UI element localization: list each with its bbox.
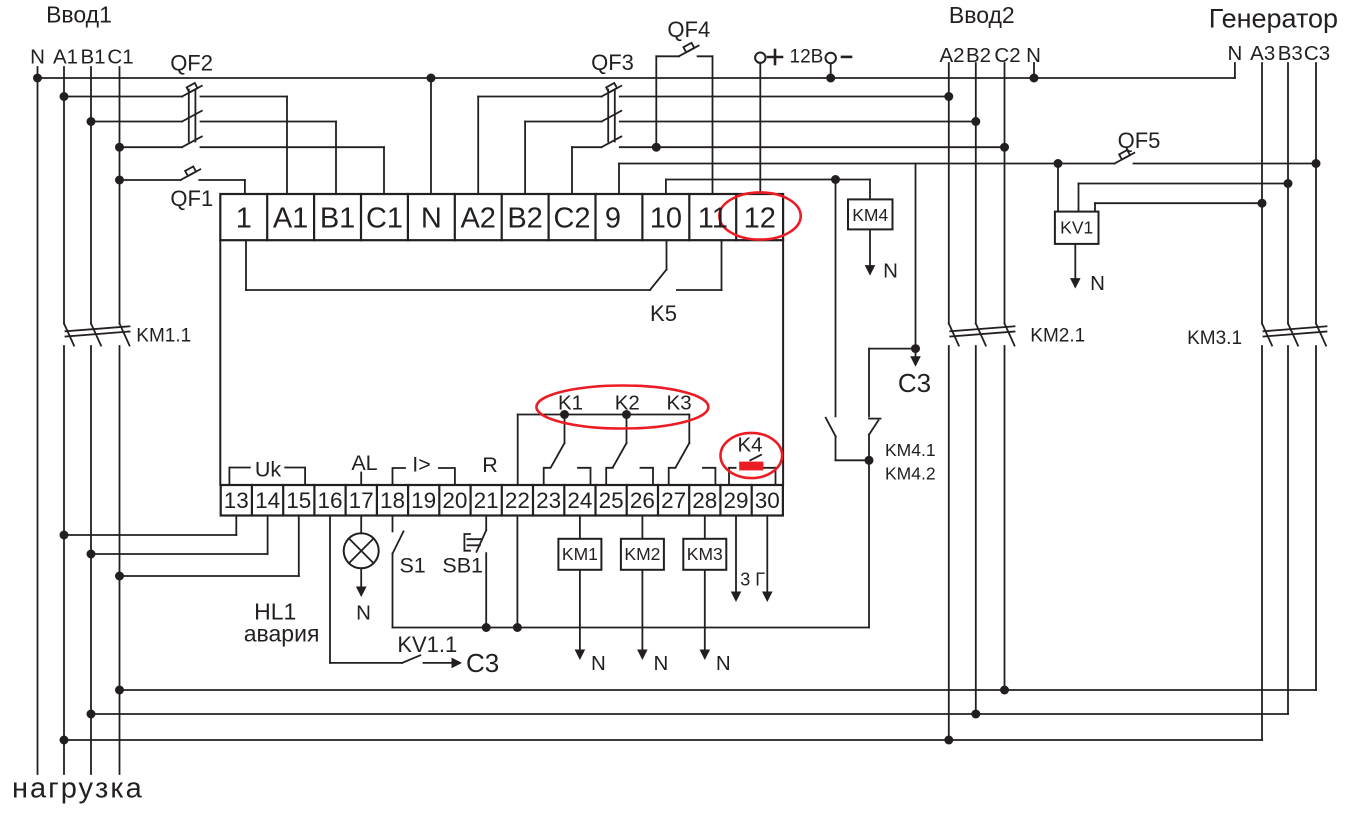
- svg-text:I>: I>: [412, 453, 431, 477]
- svg-text:30: 30: [755, 488, 780, 513]
- svg-text:18: 18: [380, 488, 405, 513]
- svg-text:17: 17: [349, 488, 374, 513]
- svg-text:B1: B1: [80, 46, 105, 69]
- svg-text:15: 15: [286, 488, 311, 513]
- svg-text:11: 11: [698, 203, 728, 235]
- svg-text:A1: A1: [53, 46, 78, 69]
- svg-text:C2: C2: [994, 44, 1020, 67]
- svg-text:C3: C3: [1304, 42, 1330, 65]
- svg-text:12В: 12В: [790, 47, 824, 68]
- svg-text:KM1.1: KM1.1: [136, 326, 191, 347]
- svg-text:Г: Г: [755, 570, 765, 590]
- svg-text:N: N: [1026, 44, 1041, 67]
- svg-text:3: 3: [740, 570, 750, 590]
- svg-text:K1: K1: [558, 392, 583, 415]
- svg-text:N: N: [591, 652, 606, 675]
- svg-text:N: N: [30, 46, 45, 69]
- svg-text:25: 25: [599, 488, 624, 513]
- svg-text:22: 22: [505, 488, 530, 513]
- svg-text:HL1: HL1: [254, 599, 296, 625]
- svg-text:KV1: KV1: [1060, 218, 1093, 238]
- svg-text:C1: C1: [107, 46, 133, 69]
- svg-text:KM2.1: KM2.1: [1030, 326, 1085, 347]
- svg-text:QF1: QF1: [170, 186, 213, 211]
- svg-text:QF2: QF2: [170, 51, 213, 76]
- svg-text:K2: K2: [615, 392, 640, 415]
- svg-text:B2: B2: [966, 44, 991, 67]
- svg-text:C3: C3: [466, 648, 499, 678]
- svg-text:9: 9: [605, 203, 621, 235]
- svg-text:C1: C1: [366, 203, 403, 235]
- svg-text:28: 28: [692, 488, 717, 513]
- svg-text:авария: авария: [244, 621, 320, 647]
- svg-text:KV1.1: KV1.1: [397, 632, 457, 657]
- svg-text:KM4.1: KM4.1: [885, 440, 936, 460]
- svg-text:Ввод2: Ввод2: [949, 2, 1015, 28]
- svg-text:N: N: [883, 260, 898, 283]
- svg-text:24: 24: [567, 488, 592, 513]
- svg-text:B3: B3: [1278, 42, 1303, 65]
- svg-text:KM4.2: KM4.2: [885, 464, 936, 484]
- svg-text:A1: A1: [273, 203, 308, 235]
- svg-text:N: N: [653, 652, 668, 675]
- svg-text:B2: B2: [507, 203, 542, 235]
- svg-text:K5: K5: [650, 301, 677, 326]
- svg-text:AL: AL: [351, 451, 377, 475]
- svg-text:12: 12: [744, 203, 776, 235]
- svg-text:14: 14: [255, 488, 280, 513]
- svg-text:26: 26: [630, 488, 655, 513]
- svg-text:A2: A2: [939, 44, 964, 67]
- svg-text:Генератор: Генератор: [1209, 4, 1338, 34]
- svg-text:KM2: KM2: [624, 544, 660, 564]
- svg-text:KM4: KM4: [852, 205, 888, 225]
- svg-text:Uk: Uk: [255, 458, 282, 482]
- svg-text:QF3: QF3: [591, 50, 634, 75]
- svg-text:1: 1: [236, 203, 252, 235]
- svg-text:B1: B1: [320, 203, 355, 235]
- svg-text:нагрузка: нагрузка: [12, 773, 144, 805]
- svg-text:A2: A2: [460, 203, 495, 235]
- svg-text:29: 29: [723, 488, 748, 513]
- svg-text:N: N: [716, 652, 731, 675]
- svg-text:13: 13: [224, 488, 249, 513]
- svg-text:20: 20: [442, 488, 467, 513]
- svg-text:S1: S1: [399, 554, 425, 578]
- svg-text:KM1: KM1: [562, 544, 598, 564]
- svg-text:10: 10: [650, 203, 682, 235]
- svg-text:KM3.1: KM3.1: [1187, 328, 1242, 349]
- svg-text:K3: K3: [667, 392, 692, 415]
- svg-text:SB1: SB1: [442, 554, 483, 578]
- svg-text:19: 19: [411, 488, 436, 513]
- svg-text:A3: A3: [1250, 42, 1275, 65]
- svg-text:R: R: [482, 453, 498, 477]
- svg-text:QF5: QF5: [1118, 128, 1161, 153]
- svg-text:C2: C2: [553, 203, 590, 235]
- svg-text:21: 21: [474, 488, 499, 513]
- svg-text:N: N: [356, 602, 371, 625]
- svg-text:23: 23: [536, 488, 561, 513]
- svg-text:QF4: QF4: [667, 17, 710, 42]
- svg-text:KM3: KM3: [687, 544, 723, 564]
- svg-text:N: N: [421, 203, 442, 235]
- svg-text:27: 27: [661, 488, 686, 513]
- svg-text:C3: C3: [898, 368, 931, 398]
- svg-text:16: 16: [317, 488, 342, 513]
- svg-text:K4: K4: [737, 434, 762, 457]
- svg-text:N: N: [1090, 272, 1105, 295]
- svg-text:Ввод1: Ввод1: [46, 2, 112, 28]
- svg-text:N: N: [1227, 42, 1242, 65]
